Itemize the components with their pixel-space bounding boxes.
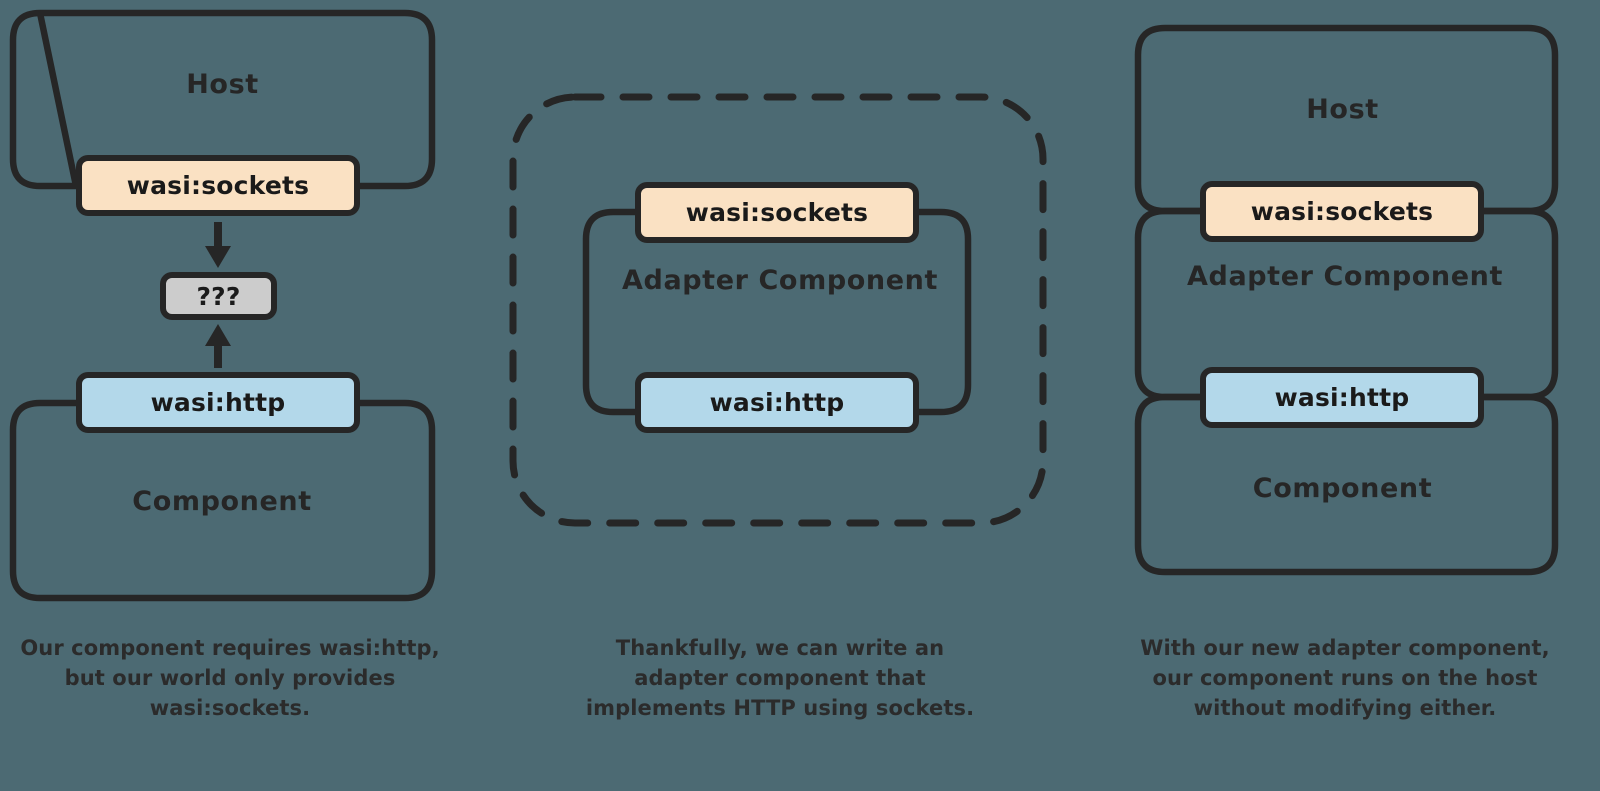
panel-adapter: Adapter Component wasi:sockets wasi:http… — [470, 0, 1090, 791]
arrow-http-to-unknown — [205, 324, 231, 368]
world-dashed-boundary — [509, 93, 1047, 527]
chip-wasi-http[interactable]: wasi:http — [635, 372, 919, 433]
panel-2-outlines — [509, 93, 1047, 527]
chip-wasi-sockets[interactable]: wasi:sockets — [635, 182, 919, 243]
panel-1-outlines — [9, 9, 436, 602]
chip-wasi-sockets[interactable]: wasi:sockets — [76, 155, 360, 216]
panel-problem: Host Component wasi:sockets ??? wasi:htt… — [0, 0, 470, 791]
arrow-sockets-to-unknown — [205, 222, 231, 268]
chip-wasi-sockets[interactable]: wasi:sockets — [1200, 181, 1484, 242]
panel-3-caption: With our new adapter component, our comp… — [1140, 636, 1550, 720]
chip-unknown[interactable]: ??? — [160, 272, 277, 320]
panel-3-outlines — [1134, 24, 1559, 576]
chip-wasi-http[interactable]: wasi:http — [1200, 367, 1484, 428]
panel-1-caption: Our component requires wasi:http, but ou… — [20, 636, 440, 720]
component-box-outline — [1134, 393, 1559, 576]
panel-solution: Host Adapter Component Component wasi:so… — [1090, 0, 1600, 791]
host-box-outline — [9, 9, 436, 190]
chip-wasi-http[interactable]: wasi:http — [76, 372, 360, 433]
component-box-outline — [9, 399, 436, 602]
host-box-outline — [1134, 24, 1559, 215]
panel-2-caption: Thankfully, we can write an adapter comp… — [585, 636, 975, 720]
adapter-box-outline — [582, 208, 972, 416]
